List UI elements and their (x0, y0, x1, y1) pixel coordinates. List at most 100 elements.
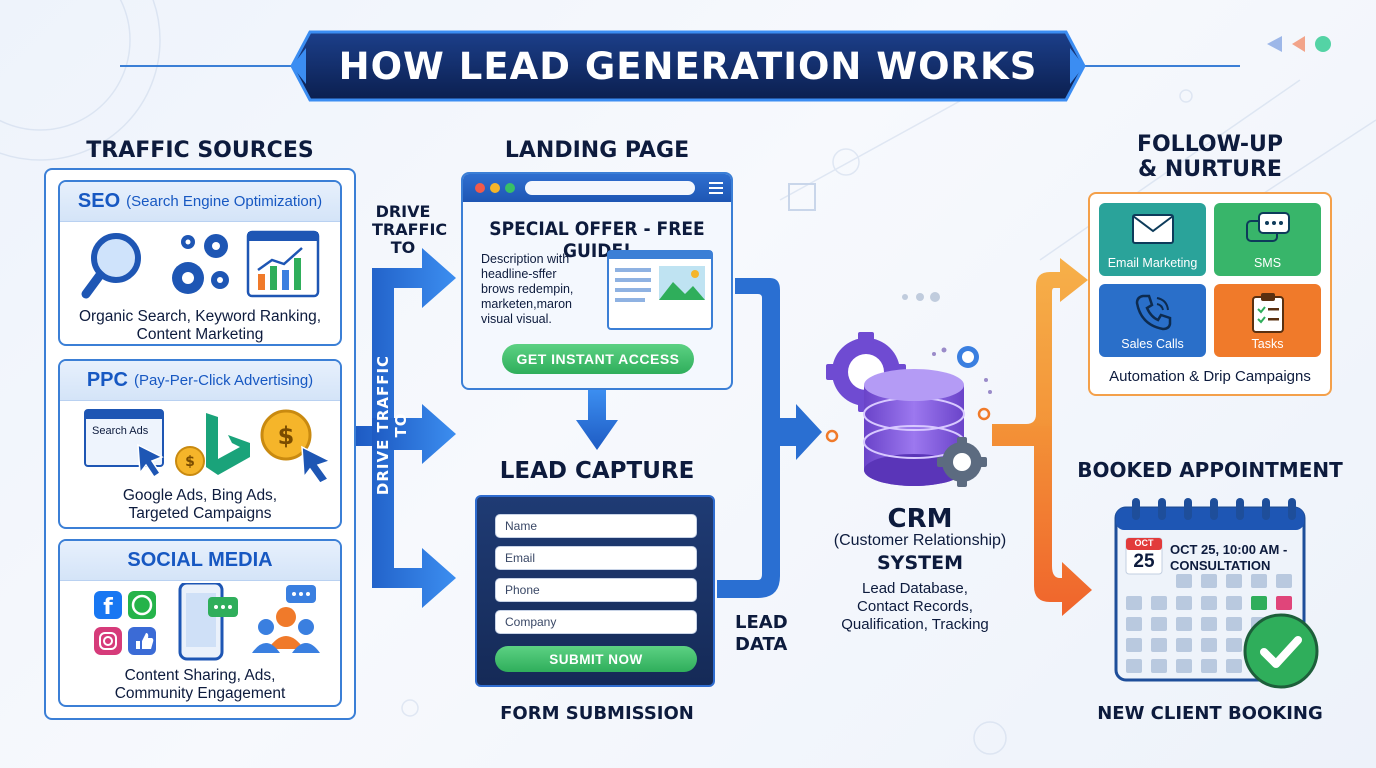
crm-desc-line2: Contact Records, (857, 598, 973, 615)
follow-up-panel: Email Marketing SMS Sales Calls Tasks Au… (1088, 192, 1332, 396)
company-field[interactable] (495, 610, 697, 634)
analytics-chart-icon (246, 230, 320, 298)
calendar-cell (1251, 596, 1267, 610)
ppc-full-name: (Pay-Per-Click Advertising) (133, 372, 314, 389)
ppc-abbr: PPC (86, 369, 128, 391)
svg-text:f: f (103, 595, 113, 620)
seo-header: SEO (Search Engine Optimization) (60, 182, 340, 222)
calendar-cell (1226, 574, 1242, 588)
lead-capture-title: LEAD CAPTURE (499, 458, 695, 484)
offer-desc-line1: Description with (481, 252, 570, 266)
get-instant-access-button[interactable]: GET INSTANT ACCESS (502, 344, 694, 374)
seo-description: Organic Search, Keyword Ranking, Content… (60, 308, 340, 344)
email-marketing-label: Email Marketing (1107, 256, 1198, 270)
social-description: Content Sharing, Ads, Community Engageme… (60, 667, 340, 703)
calendar-cell (1126, 617, 1142, 631)
svg-text:$: $ (185, 454, 195, 470)
decor-shapes (1267, 36, 1331, 52)
search-ads-window-bar (86, 411, 162, 419)
drive-traffic-vertical-label: DRIVE TRAFFIC TO (374, 354, 410, 496)
seo-desc-line1: Organic Search, Keyword Ranking, (78, 308, 322, 325)
clipboard-icon (1251, 293, 1284, 333)
ppc-illustration: $ $ (137, 409, 332, 483)
calendar-cell (1276, 596, 1292, 610)
instagram-icon (94, 627, 122, 655)
seo-illustration (81, 230, 320, 299)
offer-description: Description with headline-sffer brows re… (481, 252, 611, 327)
event-line1: OCT 25, 10:00 AM - (1170, 542, 1288, 557)
calendar-cell (1176, 638, 1192, 652)
phone-field[interactable] (495, 578, 697, 602)
drive-label-line3: TO (390, 238, 416, 257)
facebook-icon: f (94, 591, 122, 620)
menu-icon (709, 182, 723, 194)
magnifier-icon (81, 233, 141, 299)
like-icon (128, 627, 156, 655)
sales-calls-label: Sales Calls (1121, 337, 1184, 351)
name-field[interactable] (495, 514, 697, 538)
calendar-cell (1151, 638, 1167, 652)
crm-title: CRM (887, 504, 953, 534)
email-field[interactable] (495, 546, 697, 570)
dollar-coin-icon: $ (260, 409, 312, 461)
maximize-dot-icon (505, 183, 515, 193)
event-line2: CONSULTATION (1170, 558, 1271, 573)
new-client-booking-caption: NEW CLIENT BOOKING (1097, 703, 1323, 724)
ppc-header: PPC (Pay-Per-Click Advertising) (60, 361, 340, 401)
lead-capture-form: SUBMIT NOW (475, 495, 715, 687)
social-media-card: SOCIAL MEDIA f Content Sharing, Ads, Com… (58, 539, 342, 707)
calendar-month: OCT (1134, 538, 1154, 548)
crm-desc-line3: Qualification, Tracking (841, 616, 989, 633)
calendar-cell (1126, 638, 1142, 652)
follow-up-title-line2: & NURTURE (1138, 157, 1282, 182)
phone-icon (1135, 294, 1171, 331)
sales-calls-tile[interactable]: Sales Calls (1099, 284, 1206, 357)
search-ads-window: Search Ads (84, 409, 164, 467)
drive-traffic-arrows (356, 248, 456, 608)
calendar-cell (1226, 596, 1242, 610)
calendar-cell (1151, 659, 1167, 673)
email-marketing-tile[interactable]: Email Marketing (1099, 203, 1206, 276)
envelope-icon (1131, 214, 1174, 244)
calendar-cell (1226, 659, 1242, 673)
decor-square (788, 183, 816, 211)
seo-desc-line2: Content Marketing (136, 326, 264, 343)
calendar-cell (1176, 617, 1192, 631)
calendar-cell (1176, 659, 1192, 673)
crm-out-arrows (992, 258, 1092, 616)
calendar-cell (1176, 596, 1192, 610)
landing-to-capture-arrow (576, 390, 618, 450)
minimize-dot-icon (490, 183, 500, 193)
check-badge-icon (1243, 613, 1319, 689)
seo-full-name: (Search Engine Optimization) (126, 193, 323, 210)
calendar-cell (1251, 574, 1267, 588)
lead-data-line1: LEAD (735, 612, 788, 633)
calendar-cell (1201, 617, 1217, 631)
offer-desc-line2: headline-sffer (481, 267, 557, 281)
calendar-cell (1201, 596, 1217, 610)
calendar-cell (1201, 638, 1217, 652)
ppc-card: PPC (Pay-Per-Click Advertising) Search A… (58, 359, 342, 529)
appointment-event: OCT 25, 10:00 AM - CONSULTATION (1170, 542, 1287, 574)
bing-logo-icon (206, 413, 250, 475)
page-title: HOW LEAD GENERATION WORKS (338, 44, 1038, 88)
chat-bubble-icon (208, 597, 238, 617)
booked-appointment-title: BOOKED APPOINTMENT (1077, 458, 1343, 482)
sms-tile[interactable]: SMS (1214, 203, 1321, 276)
chat-icon (1245, 212, 1290, 242)
seo-card: SEO (Search Engine Optimization) Organic… (58, 180, 342, 346)
submit-now-button[interactable]: SUBMIT NOW (495, 646, 697, 672)
social-title: SOCIAL MEDIA (127, 549, 273, 571)
social-illustration: f (94, 583, 320, 661)
crm-description: Lead Database, Contact Records, Qualific… (800, 580, 1030, 634)
automation-caption: Automation & Drip Campaigns (1109, 368, 1311, 385)
follow-up-title-line1: FOLLOW-UP (1136, 132, 1284, 157)
tasks-tile[interactable]: Tasks (1214, 284, 1321, 357)
offer-desc-line5: visual visual. (481, 312, 552, 326)
title-banner (120, 30, 1240, 102)
calendar-cell (1151, 596, 1167, 610)
calendar-cell (1201, 659, 1217, 673)
lead-data-arrows (717, 278, 822, 598)
ppc-desc-line1: Google Ads, Bing Ads, (122, 487, 278, 504)
